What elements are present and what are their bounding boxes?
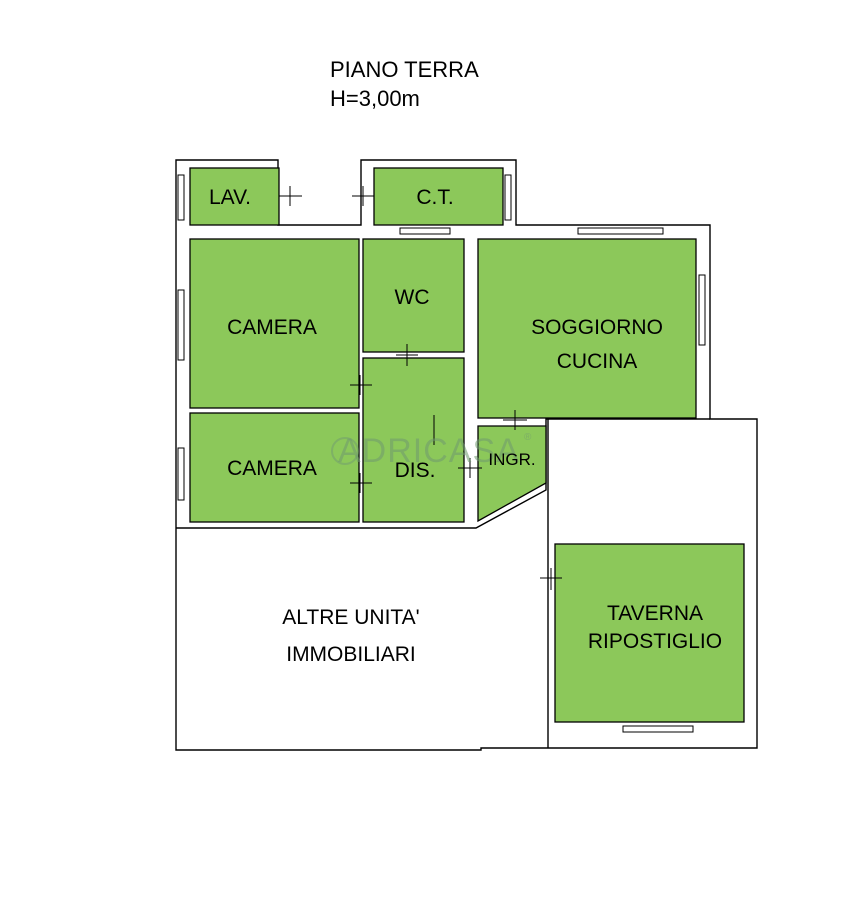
room-taverna-ripostiglio [554,543,745,723]
watermark-registered-mark: ® [524,432,533,443]
room-wc [362,238,465,353]
watermark-circle-icon [331,437,359,465]
room-camera-bottom [189,412,360,523]
label-camera-top: CAMERA [227,316,317,339]
label-camera-bottom: CAMERA [227,457,317,480]
label-cucina: CUCINA [557,350,638,373]
label-ingresso: INGR. [488,450,535,469]
window-camera-top [177,289,185,361]
room-lav [189,167,280,226]
window-soggiorno-side [698,274,706,346]
label-taverna: TAVERNA [607,602,703,625]
window-wc [399,227,451,235]
door-marks [279,186,562,590]
label-wc: WC [395,286,430,309]
label-lav: LAV. [209,186,251,209]
window-taverna [622,725,694,733]
room-camera-top [189,238,360,409]
room-dis [362,357,465,523]
label-dis: DIS. [395,459,436,482]
room-soggiorno-cucina [477,238,697,419]
label-other-units: ALTRE UNITA' [282,606,419,629]
watermark-brand: ADRICASA [338,432,520,470]
watermark-logo: ADRICASA ® [331,432,533,470]
label-immobiliari: IMMOBILIARI [286,643,416,666]
ceiling-height: H=3,00m [330,86,420,111]
label-ripostiglio: RIPOSTIGLIO [588,630,722,653]
window-camera-bottom [177,447,185,501]
room-ct [373,167,504,226]
window-soggiorno-top [577,227,664,235]
room-ingresso [477,425,547,523]
floor-title: PIANO TERRA [330,57,479,82]
window-lav [177,174,185,221]
label-ct: C.T. [416,186,453,209]
label-soggiorno: SOGGIORNO [531,316,663,339]
window-ct [504,174,512,221]
